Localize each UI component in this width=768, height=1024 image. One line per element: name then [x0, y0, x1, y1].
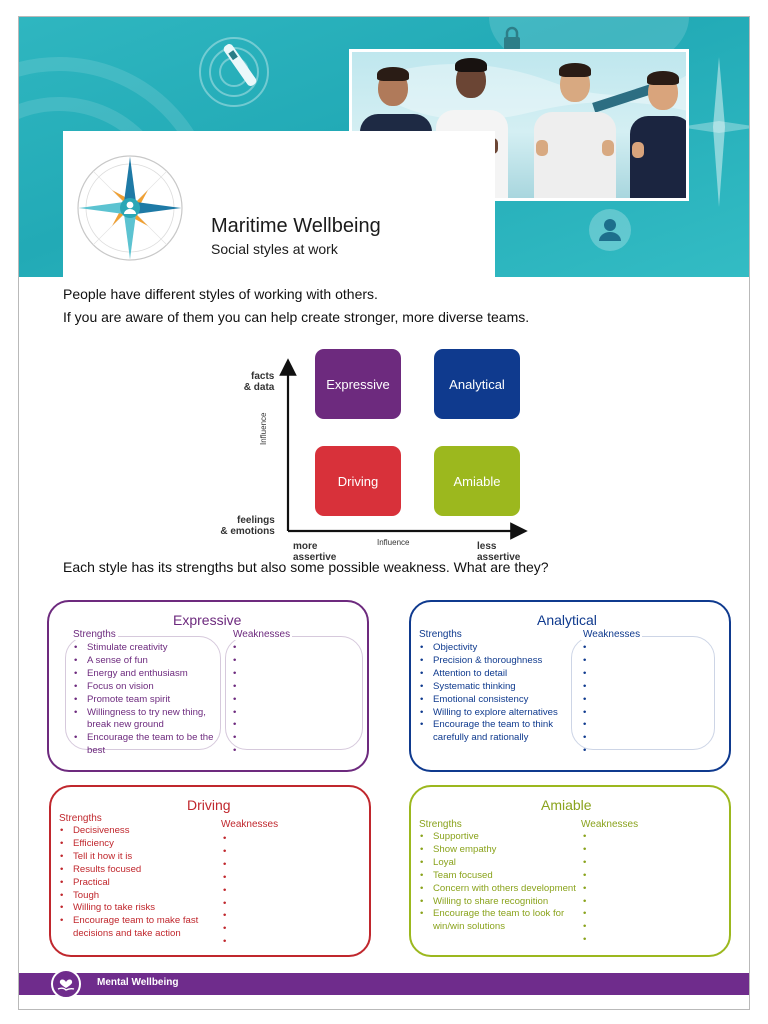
- page-title: Maritime Wellbeing: [211, 215, 381, 237]
- list-item: Encourage the team to be the best: [73, 732, 217, 758]
- y-axis-label: Influence: [259, 412, 268, 445]
- list-item: Tell it how it is: [59, 851, 211, 864]
- list-item: Willing to explore alternatives: [419, 707, 577, 720]
- list-item: Tough: [59, 890, 211, 903]
- expressive-title: Expressive: [173, 612, 242, 628]
- driving-strengths-label: Strengths: [59, 813, 102, 824]
- driving-box: Driving Strengths Weaknesses Decisivenes…: [49, 785, 371, 957]
- expressive-weaknesses-label: Weaknesses: [231, 629, 293, 640]
- list-item: Show empathy: [419, 844, 579, 857]
- list-item: Emotional consistency: [419, 694, 577, 707]
- driving-weaknesses-label: Weaknesses: [221, 819, 279, 830]
- list-item: Stimulate creativity: [73, 642, 217, 655]
- list-item: Promote team spirit: [73, 694, 217, 707]
- list-item: Encourage team to make fast decisions an…: [59, 915, 211, 941]
- pen-icon: [223, 44, 257, 86]
- list-item: Concern with others development: [419, 883, 579, 896]
- quadrant-axes: [279, 358, 528, 540]
- list-item: Supportive: [419, 831, 579, 844]
- list-item: Decisiveness: [59, 825, 211, 838]
- list-item: Encourage the team to think carefully an…: [419, 719, 577, 745]
- header-banner: Maritime Wellbeing Social styles at work: [19, 17, 749, 277]
- list-item: A sense of fun: [73, 655, 217, 668]
- list-item: Objectivity: [419, 642, 577, 655]
- amiable-title: Amiable: [541, 797, 592, 813]
- page-subtitle: Social styles at work: [211, 241, 338, 257]
- list-item: Practical: [59, 877, 211, 890]
- compass-rose-logo: [77, 155, 183, 261]
- list-item: Attention to detail: [419, 668, 577, 681]
- tile-amiable: Amiable: [434, 446, 520, 516]
- tile-analytical: Analytical: [434, 349, 520, 419]
- list-item: Encourage the team to look for win/win s…: [419, 908, 579, 934]
- intro-line-2: If you are aware of them you can help cr…: [63, 309, 530, 325]
- amiable-weaknesses-list: •••••••••: [583, 831, 587, 946]
- question-text: Each style has its strengths but also so…: [63, 559, 549, 575]
- title-card: Maritime Wellbeing Social styles at work: [63, 131, 495, 277]
- footer-label: Mental Wellbeing: [97, 977, 179, 988]
- y-axis-top-label: facts& data: [243, 371, 275, 393]
- analytical-title: Analytical: [537, 612, 597, 628]
- y-axis-bottom-label: feelings& emotions: [220, 515, 275, 537]
- expressive-box: Expressive Strengths Weaknesses Stimulat…: [47, 600, 369, 772]
- list-item: Willingness to try new thing, break new …: [73, 707, 217, 733]
- analytical-box: Analytical Strengths Weaknesses Objectiv…: [409, 600, 731, 772]
- analytical-strengths-label: Strengths: [419, 629, 462, 640]
- list-item: Focus on vision: [73, 681, 217, 694]
- x-axis-label: Influence: [377, 538, 410, 547]
- hand-heart-icon: [51, 969, 81, 999]
- lock-icon: [504, 26, 520, 50]
- page: Maritime Wellbeing Social styles at work…: [18, 16, 750, 1010]
- list-item: Precision & thoroughness: [419, 655, 577, 668]
- amiable-box: Amiable Strengths Weaknesses Supportive …: [409, 785, 731, 957]
- amiable-strengths-list: Supportive Show empathy Loyal Team focus…: [419, 831, 579, 934]
- driving-weaknesses-list: •••••••••: [223, 833, 227, 948]
- tile-expressive: Expressive: [315, 349, 401, 419]
- tile-driving: Driving: [315, 446, 401, 516]
- driving-title: Driving: [187, 797, 231, 813]
- amiable-weaknesses-label: Weaknesses: [581, 819, 639, 830]
- expressive-strengths-list: Stimulate creativity A sense of fun Ener…: [73, 642, 217, 758]
- list-item: Loyal: [419, 857, 579, 870]
- compass-star-icon: [679, 57, 749, 207]
- analytical-weaknesses-label: Weaknesses: [581, 629, 643, 640]
- analytical-weaknesses-list: •••••••••: [583, 642, 587, 757]
- intro-line-1: People have different styles of working …: [63, 286, 378, 302]
- footer-bar: Mental Wellbeing: [19, 969, 749, 999]
- list-item: Efficiency: [59, 838, 211, 851]
- list-item: Team focused: [419, 870, 579, 883]
- amiable-strengths-label: Strengths: [419, 819, 462, 830]
- analytical-strengths-list: Objectivity Precision & thoroughness Att…: [419, 642, 577, 745]
- intro-text: People have different styles of working …: [63, 283, 529, 329]
- person-circle-icon: [589, 209, 631, 251]
- list-item: Energy and enthusiasm: [73, 668, 217, 681]
- radar-ring-icon: [199, 37, 269, 107]
- list-item: Systematic thinking: [419, 681, 577, 694]
- expressive-strengths-label: Strengths: [71, 629, 118, 640]
- driving-strengths-list: Decisiveness Efficiency Tell it how it i…: [59, 825, 211, 941]
- list-item: Results focused: [59, 864, 211, 877]
- list-item: Willing to take risks: [59, 902, 211, 915]
- list-item: Willing to share recognition: [419, 896, 579, 909]
- expressive-weaknesses-list: •••••••••: [233, 642, 237, 757]
